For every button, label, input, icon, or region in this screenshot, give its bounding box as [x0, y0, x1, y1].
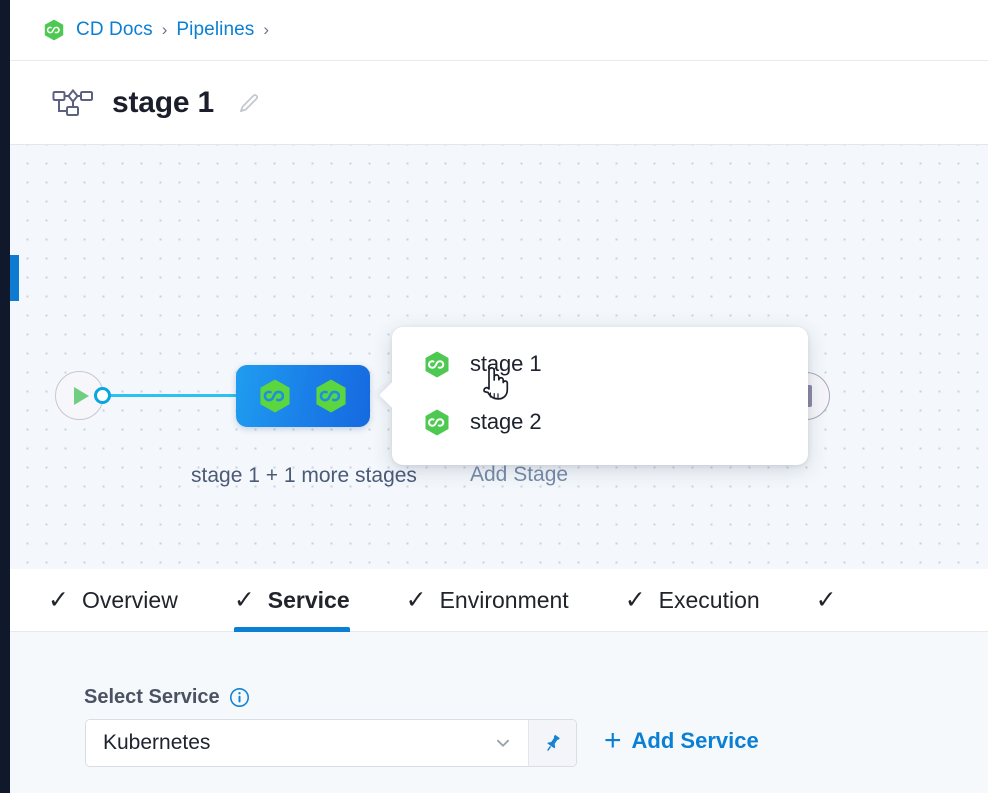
connector-line [108, 394, 238, 397]
popup-item-label: stage 2 [470, 409, 542, 434]
tab-label: Service [267, 586, 350, 613]
tab-next-clipped[interactable]: ✓ [816, 569, 850, 632]
check-icon: ✓ [405, 585, 427, 614]
tab-overview[interactable]: ✓ Overview [48, 569, 178, 632]
info-icon[interactable] [229, 687, 250, 708]
pencil-icon[interactable] [236, 90, 262, 116]
stage-group-label: stage 1 + 1 more stages [191, 464, 417, 487]
harness-cd-hexagon-icon [425, 409, 449, 435]
breadcrumb-link-pipelines[interactable]: Pipelines [176, 19, 255, 40]
breadcrumb-separator: › [263, 20, 270, 39]
popup-item-stage-2[interactable]: stage 2 [392, 401, 808, 443]
popup-item-label: stage 1 [470, 351, 542, 376]
tab-service[interactable]: ✓ Service [233, 569, 350, 632]
check-icon: ✓ [624, 585, 646, 614]
check-icon: ✓ [48, 585, 69, 614]
harness-cd-hexagon-icon [425, 351, 449, 377]
canvas-scrollbar[interactable] [10, 255, 19, 301]
add-stage-label[interactable]: Add Stage [470, 463, 569, 486]
pipeline-start-node[interactable] [55, 371, 104, 420]
service-select-value: Kubernetes [103, 731, 211, 754]
breadcrumb-link-cd-docs[interactable]: CD Docs [76, 19, 153, 40]
play-icon [74, 386, 89, 405]
pipeline-stage-icon [52, 88, 93, 116]
harness-cd-hexagon-icon [260, 379, 290, 413]
harness-cd-hexagon-icon [316, 379, 346, 413]
tab-label: Environment [439, 586, 569, 613]
connector-handle[interactable] [94, 387, 111, 404]
page-title: stage 1 [112, 85, 214, 119]
add-service-label: Add Service [631, 728, 759, 753]
service-form-panel: Select Service Kubernetes [10, 632, 988, 793]
select-service-control: Kubernetes [85, 719, 577, 767]
left-nav-rail [0, 0, 10, 793]
service-select[interactable]: Kubernetes [86, 720, 528, 766]
stage-list-popup: stage 1 stage 2 [379, 327, 808, 465]
check-icon: ✓ [233, 585, 255, 614]
pin-icon [547, 734, 560, 751]
plus-icon: + [604, 724, 622, 757]
stage-title-bar: stage 1 [10, 61, 988, 145]
tab-label: Execution [658, 586, 760, 613]
breadcrumb: CD Docs › Pipelines › [10, 0, 988, 61]
popup-item-stage-1[interactable]: stage 1 [392, 343, 808, 385]
select-service-label-row: Select Service [84, 686, 250, 709]
harness-cd-hexagon-icon [44, 19, 64, 41]
breadcrumb-separator: › [161, 20, 168, 39]
stage-group-node[interactable] [236, 365, 370, 427]
tab-label: Overview [81, 586, 178, 613]
add-service-button[interactable]: + Add Service [604, 726, 759, 756]
tab-environment[interactable]: ✓ Environment [406, 569, 569, 632]
pin-service-button[interactable] [528, 720, 576, 766]
field-label: Select Service [84, 686, 220, 708]
chevron-down-icon [497, 739, 509, 747]
tab-execution[interactable]: ✓ Execution [625, 569, 760, 632]
check-icon: ✓ [815, 585, 837, 614]
stage-tabs: ✓ Overview ✓ Service ✓ Environment ✓ Exe… [10, 569, 988, 632]
